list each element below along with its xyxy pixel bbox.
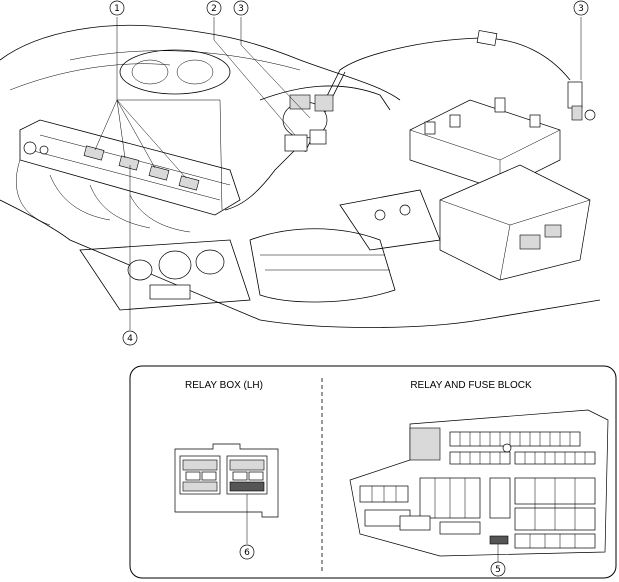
svg-text:2: 2 bbox=[211, 4, 217, 14]
callout-leaders bbox=[94, 17, 582, 330]
callout-1: 1 bbox=[109, 0, 125, 16]
callout-4: 4 bbox=[122, 330, 138, 346]
engine-bay-illustration: 1 2 3 3 4 bbox=[0, 0, 601, 346]
callout-5: 5 bbox=[490, 561, 506, 577]
front-components bbox=[79, 239, 251, 311]
fuel-injectors bbox=[23, 141, 200, 191]
right-sensor bbox=[567, 81, 596, 121]
svg-text:1: 1 bbox=[114, 4, 120, 14]
air-intake bbox=[249, 189, 441, 303]
relay-and-fuse-block bbox=[349, 409, 609, 562]
relay-box-lh-title: RELAY BOX (LH) bbox=[185, 380, 263, 391]
relay-fuse-panel: RELAY BOX (LH) RELAY AND FUSE BLOCK 6 bbox=[129, 365, 617, 579]
svg-text:6: 6 bbox=[244, 548, 250, 558]
fuel-pump-assembly bbox=[282, 94, 334, 152]
relay-fuse-block-title: RELAY AND FUSE BLOCK bbox=[410, 380, 532, 391]
callout-3-right: 3 bbox=[573, 0, 589, 16]
svg-text:4: 4 bbox=[127, 334, 133, 344]
callout-6: 6 bbox=[239, 544, 255, 560]
callout-2: 2 bbox=[206, 0, 222, 16]
svg-text:3: 3 bbox=[238, 4, 244, 14]
relay-box-lh bbox=[174, 443, 279, 544]
svg-text:5: 5 bbox=[495, 565, 501, 575]
fuse-block-3d bbox=[439, 164, 591, 281]
svg-text:3: 3 bbox=[578, 4, 584, 14]
callout-3-left: 3 bbox=[233, 0, 249, 16]
